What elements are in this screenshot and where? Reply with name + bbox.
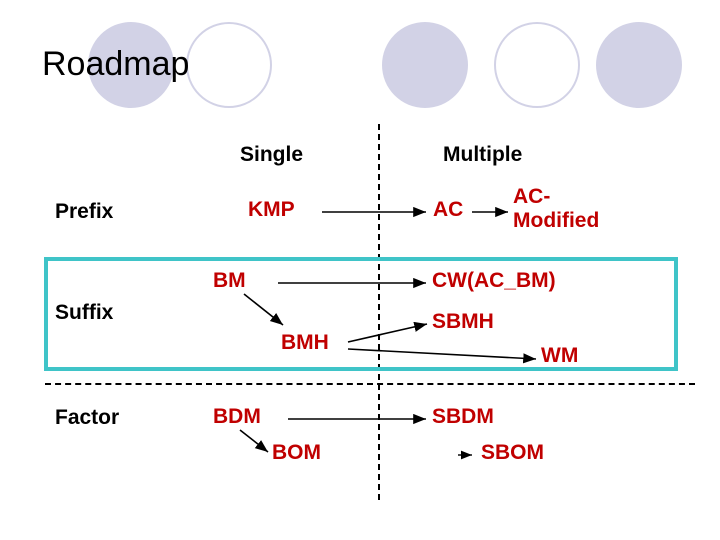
node-sbdm[interactable]: SBDM	[432, 405, 494, 428]
node-bdm[interactable]: BDM	[213, 405, 261, 428]
row-label-prefix: Prefix	[55, 200, 114, 223]
vertical-dashed-divider	[378, 124, 380, 500]
column-header-multiple: Multiple	[443, 143, 523, 166]
decor-circle-3	[382, 22, 468, 108]
row-label-factor: Factor	[55, 406, 120, 429]
node-sbom[interactable]: SBOM	[481, 441, 544, 464]
suffix-highlight-box	[44, 257, 678, 371]
decor-circle-5	[596, 22, 682, 108]
edge-bdm-bom	[239, 429, 269, 453]
node-ac[interactable]: AC	[433, 198, 464, 221]
node-bmh[interactable]: BMH	[281, 331, 329, 354]
node-bom[interactable]: BOM	[272, 441, 321, 464]
row-label-suffix: Suffix	[55, 301, 114, 324]
page-title: Roadmap	[42, 45, 190, 83]
node-cw-ac-bm[interactable]: CW(AC_BM)	[432, 269, 556, 292]
decor-circle-2	[186, 22, 272, 108]
decor-circle-4	[494, 22, 580, 108]
node-kmp[interactable]: KMP	[248, 198, 295, 221]
node-ac-modified[interactable]: AC- Modified	[513, 185, 600, 232]
node-sbmh[interactable]: SBMH	[432, 310, 494, 333]
node-wm[interactable]: WM	[541, 344, 579, 367]
node-bm[interactable]: BM	[213, 269, 246, 292]
horizontal-dashed-divider	[45, 383, 695, 385]
column-header-single: Single	[240, 143, 304, 166]
decor-circle-1	[88, 22, 174, 108]
